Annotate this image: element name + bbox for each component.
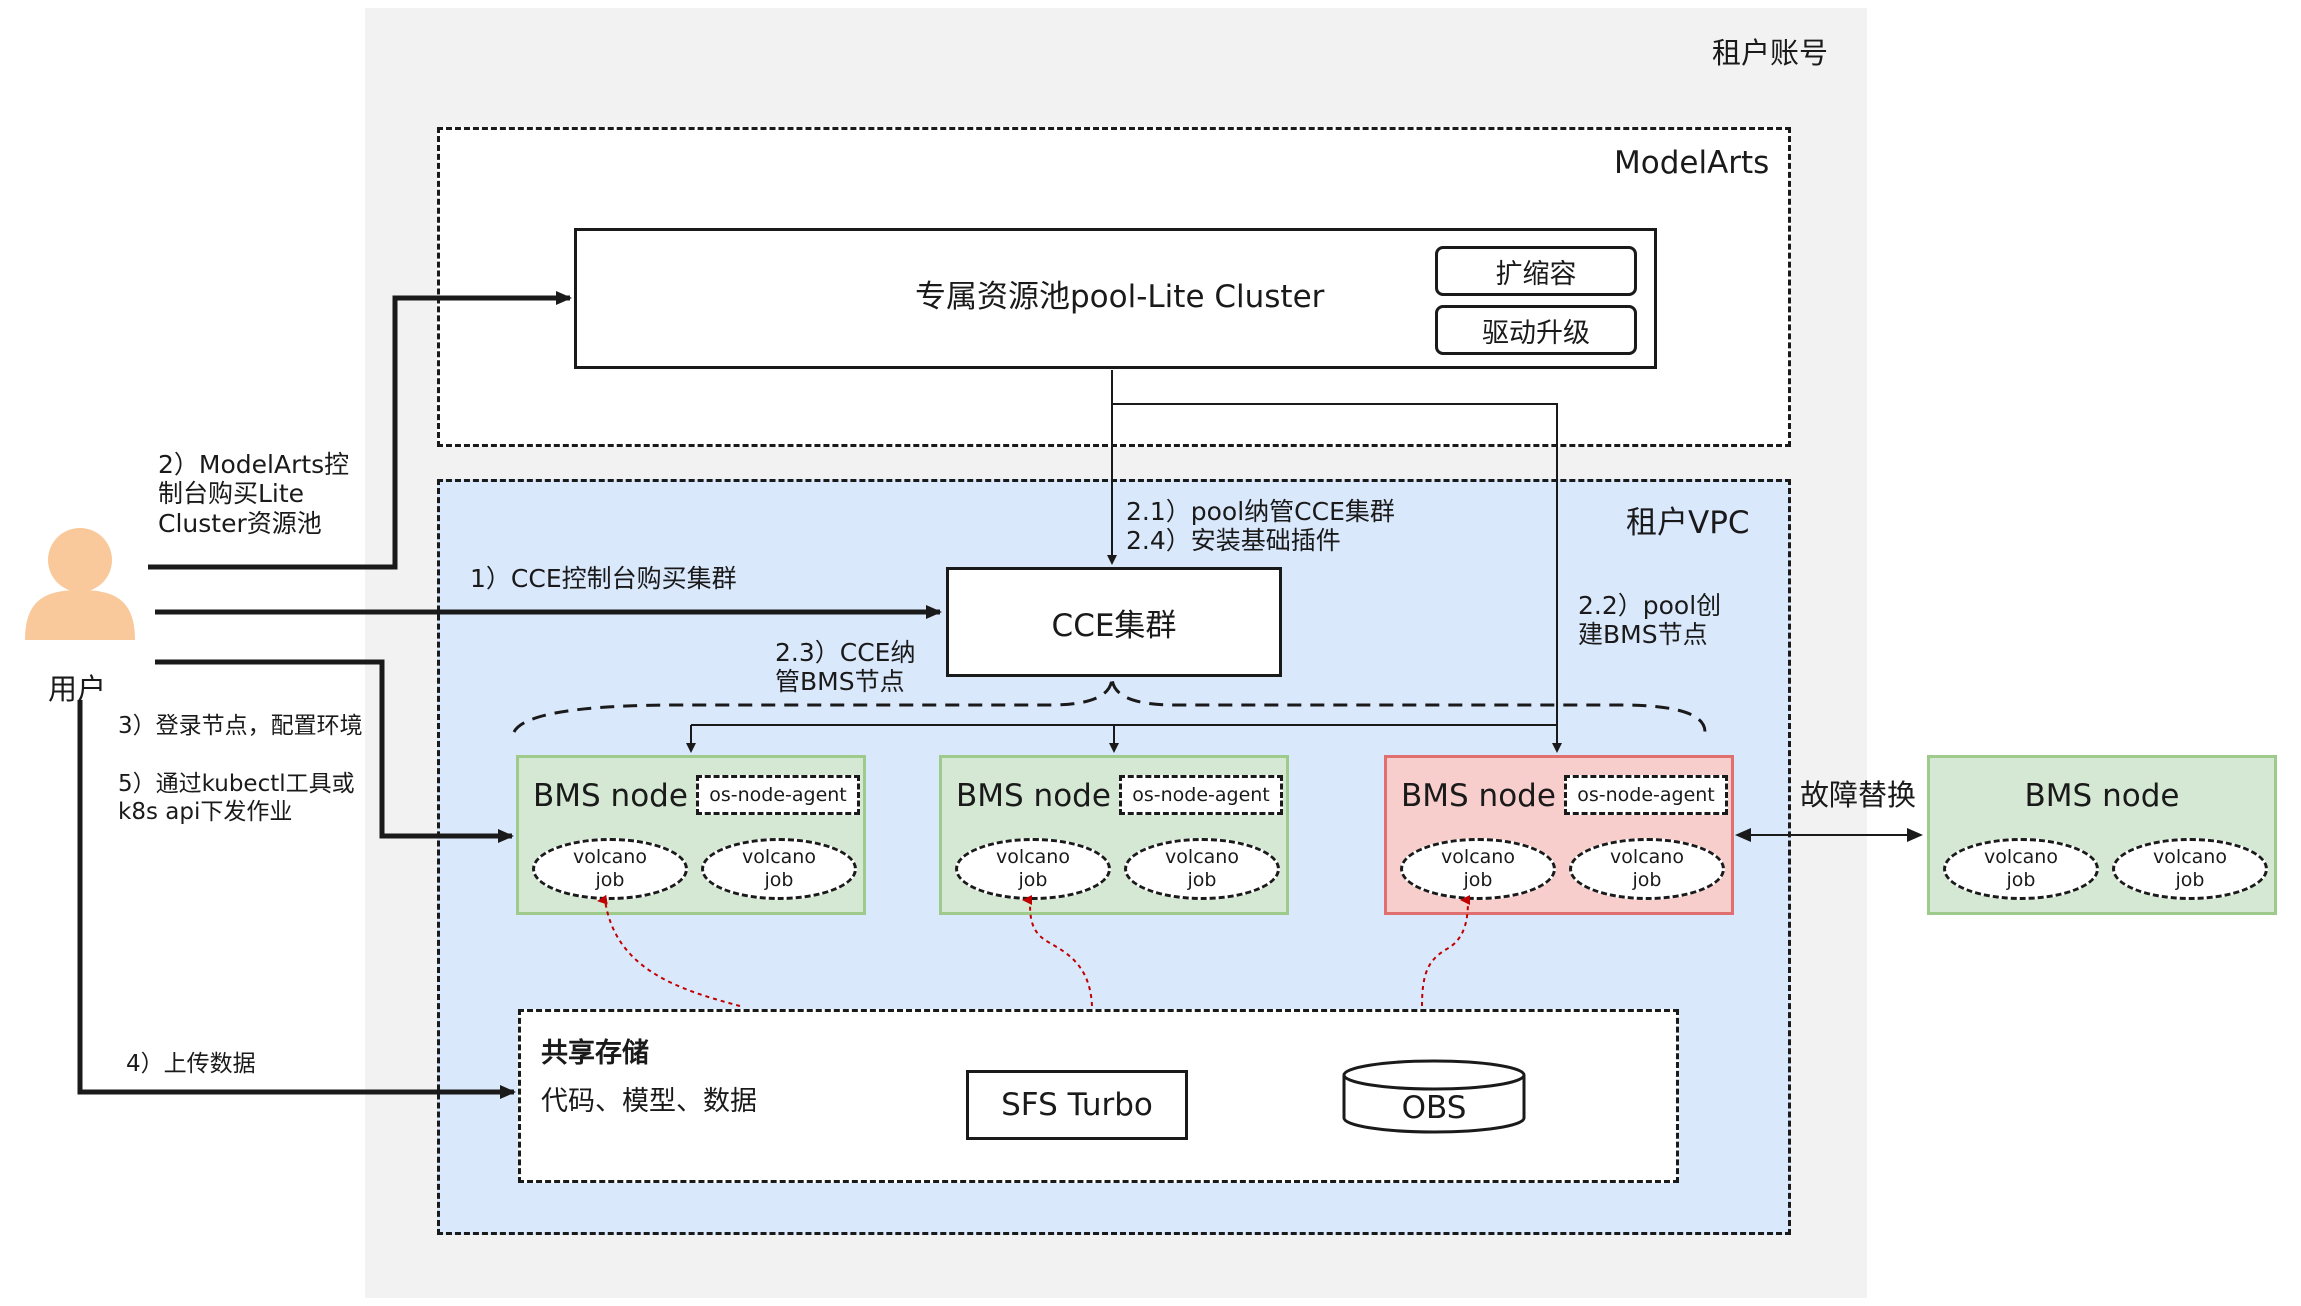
os-node-agent: os-node-agent xyxy=(696,775,860,815)
obs-cylinder-icon xyxy=(1342,1059,1526,1134)
obs-label: OBS xyxy=(1401,1090,1467,1126)
volcano-job: volcano job xyxy=(955,838,1111,900)
storage-link-3 xyxy=(1421,895,1471,1007)
volcano-job: volcano job xyxy=(1943,838,2099,900)
tenant-vpc-label: 租户VPC xyxy=(1626,505,1750,541)
sfs-turbo-box[interactable]: SFS Turbo xyxy=(966,1070,1188,1140)
shared-storage-title: 共享存储 xyxy=(541,1038,649,1069)
volcano-job-label: volcano job xyxy=(573,846,647,891)
step-2-1-label: 2.1）pool纳管CCE集群 xyxy=(1126,497,1395,526)
storage-link-2 xyxy=(1022,894,1093,1007)
volcano-job-label: volcano job xyxy=(742,846,816,891)
resource-pool-title: 专属资源池pool-Lite Cluster xyxy=(915,279,1325,315)
bms-node-title: BMS node xyxy=(533,778,688,814)
fault-replace-label: 故障替换 xyxy=(1800,778,1917,812)
bms-node-2[interactable]: BMS node os-node-agent volcano job volca… xyxy=(939,755,1289,915)
volcano-job-label: volcano job xyxy=(1441,846,1515,891)
cce-managed-brace xyxy=(512,676,1707,733)
volcano-job: volcano job xyxy=(2112,838,2268,900)
volcano-job: volcano job xyxy=(1124,838,1280,900)
storage-link-1 xyxy=(597,894,741,1007)
volcano-job-label: volcano job xyxy=(1165,846,1239,891)
user-label: 用户 xyxy=(48,672,107,706)
volcano-job: volcano job xyxy=(701,838,857,900)
bms-node-1[interactable]: BMS node os-node-agent volcano job volca… xyxy=(516,755,866,915)
bms-node-replacement[interactable]: BMS node volcano job volcano job xyxy=(1927,755,2277,915)
arrow-user-to-storage xyxy=(77,700,516,1099)
bms-node-3-faulty[interactable]: BMS node os-node-agent volcano job volca… xyxy=(1384,755,1734,915)
driver-upgrade-button[interactable]: 驱动升级 xyxy=(1435,305,1637,355)
volcano-job: volcano job xyxy=(532,838,688,900)
os-node-agent: os-node-agent xyxy=(1119,775,1283,815)
step-4-label: 4）上传数据 xyxy=(126,1051,256,1077)
arrow-user-to-bms xyxy=(155,659,514,843)
modelarts-label: ModelArts xyxy=(1614,145,1770,181)
shared-storage-subtitle: 代码、模型、数据 xyxy=(541,1086,757,1117)
arrow-pool-to-bms3 xyxy=(1112,403,1562,753)
step-3-label: 3）登录节点，配置环境 xyxy=(118,713,363,739)
volcano-job-label: volcano job xyxy=(996,846,1070,891)
user-icon xyxy=(25,528,135,640)
step-2-2-label: 2.2）pool创 建BMS节点 xyxy=(1578,591,1722,650)
volcano-job: volcano job xyxy=(1400,838,1556,900)
step-5-label: 5）通过kubectl工具或 k8s api下发作业 xyxy=(118,771,355,825)
cce-cluster-box[interactable]: CCE集群 xyxy=(946,567,1282,677)
arrow-user-to-pool xyxy=(148,291,572,570)
step-2-label: 2）ModelArts控 制台购买Lite Cluster资源池 xyxy=(158,450,350,538)
os-node-agent: os-node-agent xyxy=(1564,775,1728,815)
step-1-label: 1）CCE控制台购买集群 xyxy=(470,564,737,593)
bms-node-title: BMS node xyxy=(2024,778,2180,814)
volcano-job-label: volcano job xyxy=(1610,846,1684,891)
volcano-job: volcano job xyxy=(1569,838,1725,900)
tenant-account-label: 租户账号 xyxy=(1712,36,1829,70)
bms-node-title: BMS node xyxy=(1401,778,1556,814)
bms-node-title: BMS node xyxy=(956,778,1111,814)
scale-button[interactable]: 扩缩容 xyxy=(1435,246,1637,296)
volcano-job-label: volcano job xyxy=(2153,846,2227,891)
step-2-4-label: 2.4）安装基础插件 xyxy=(1126,526,1341,555)
step-2-3-label: 2.3）CCE纳 管BMS节点 xyxy=(775,638,916,697)
volcano-job-label: volcano job xyxy=(1984,846,2058,891)
